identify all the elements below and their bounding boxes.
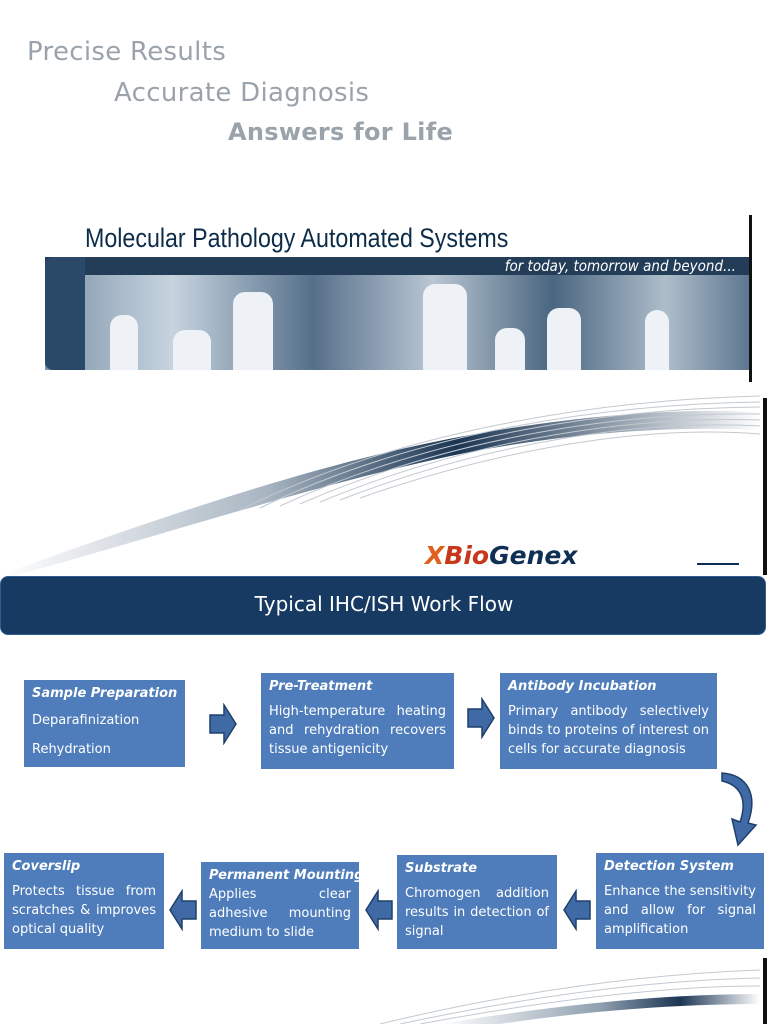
step-coverslip: Coverslip Protects tissue from scratches…: [4, 853, 164, 949]
step-text: Protects tissue from scratches & improve…: [12, 884, 156, 937]
step-sample-preparation: Sample Preparation Deparafinization Rehy…: [24, 680, 185, 767]
left-arrow-icon: [563, 889, 591, 931]
banner-title: Molecular Pathology Automated Systems: [85, 223, 509, 253]
lab-worker-figure: [547, 308, 581, 370]
step-title: Antibody Incubation: [508, 679, 657, 694]
lab-worker-figure: [423, 284, 467, 370]
bottom-swoosh-decoration: [379, 969, 761, 1024]
banner-divider-line: [749, 215, 752, 382]
swoosh-decoration: [0, 395, 761, 580]
step-antibody-incubation: Antibody Incubation Primary antibody sel…: [500, 673, 717, 769]
step-title: Detection System: [604, 859, 734, 874]
step-text: Applies clear adhesive mounting medium t…: [209, 887, 351, 940]
tagline-precise-results: Precise Results: [27, 37, 227, 67]
tagline-answers-for-life: Answers for Life: [228, 118, 454, 146]
banner-subtitle: for today, tomorrow and beyond...: [504, 257, 736, 275]
step-title: Coverslip: [12, 859, 81, 874]
step-line: Rehydration: [32, 742, 111, 757]
step-pre-treatment: Pre-Treatment High-temperature heating a…: [261, 673, 454, 769]
step-text: Primary antibody selectively binds to pr…: [508, 704, 709, 757]
banner-photo-stripe: [45, 257, 750, 275]
tagline-accurate-diagnosis: Accurate Diagnosis: [114, 78, 370, 108]
left-arrow-icon: [169, 889, 197, 931]
lab-worker-figure: [233, 292, 273, 370]
right-arrow-icon: [467, 697, 495, 739]
lab-worker-figure: [110, 315, 138, 370]
workflow-title: Typical IHC/ISH Work Flow: [254, 592, 514, 616]
step-text: Chromogen addition results in detection …: [405, 886, 549, 939]
curved-arrow-icon: [721, 772, 758, 847]
right-edge-bar: [763, 398, 767, 575]
step-text: High-temperature heating and rehydration…: [269, 704, 446, 757]
logo-underline: [697, 563, 739, 565]
step-text: Enhance the sensitivity and allow for si…: [604, 884, 756, 937]
banner-side-tab: [45, 257, 85, 370]
left-arrow-icon: [365, 889, 393, 931]
workflow-header-bar: [0, 576, 766, 635]
step-title: Permanent Mounting: [209, 868, 364, 883]
step-title: Pre-Treatment: [269, 679, 373, 694]
lab-worker-figure: [645, 310, 669, 370]
step-permanent-mounting: Permanent Mounting Applies clear adhesiv…: [201, 862, 364, 949]
step-detection-system: Detection System Enhance the sensitivity…: [596, 853, 764, 949]
banner-lab-photo: for today, tomorrow and beyond...: [45, 257, 750, 370]
lab-worker-figure: [495, 328, 525, 370]
step-title: Sample Preparation: [32, 686, 178, 701]
step-substrate: Substrate Chromogen addition results in …: [397, 855, 557, 949]
step-title: Substrate: [405, 861, 478, 876]
biogenex-logo: XBioGenex: [425, 541, 578, 570]
lab-worker-figure: [173, 330, 211, 370]
bottom-right-edge-bar: [763, 958, 767, 1024]
step-line: Deparafinization: [32, 713, 140, 728]
right-arrow-icon: [209, 703, 237, 745]
banner: Molecular Pathology Automated Systems fo…: [45, 215, 750, 370]
